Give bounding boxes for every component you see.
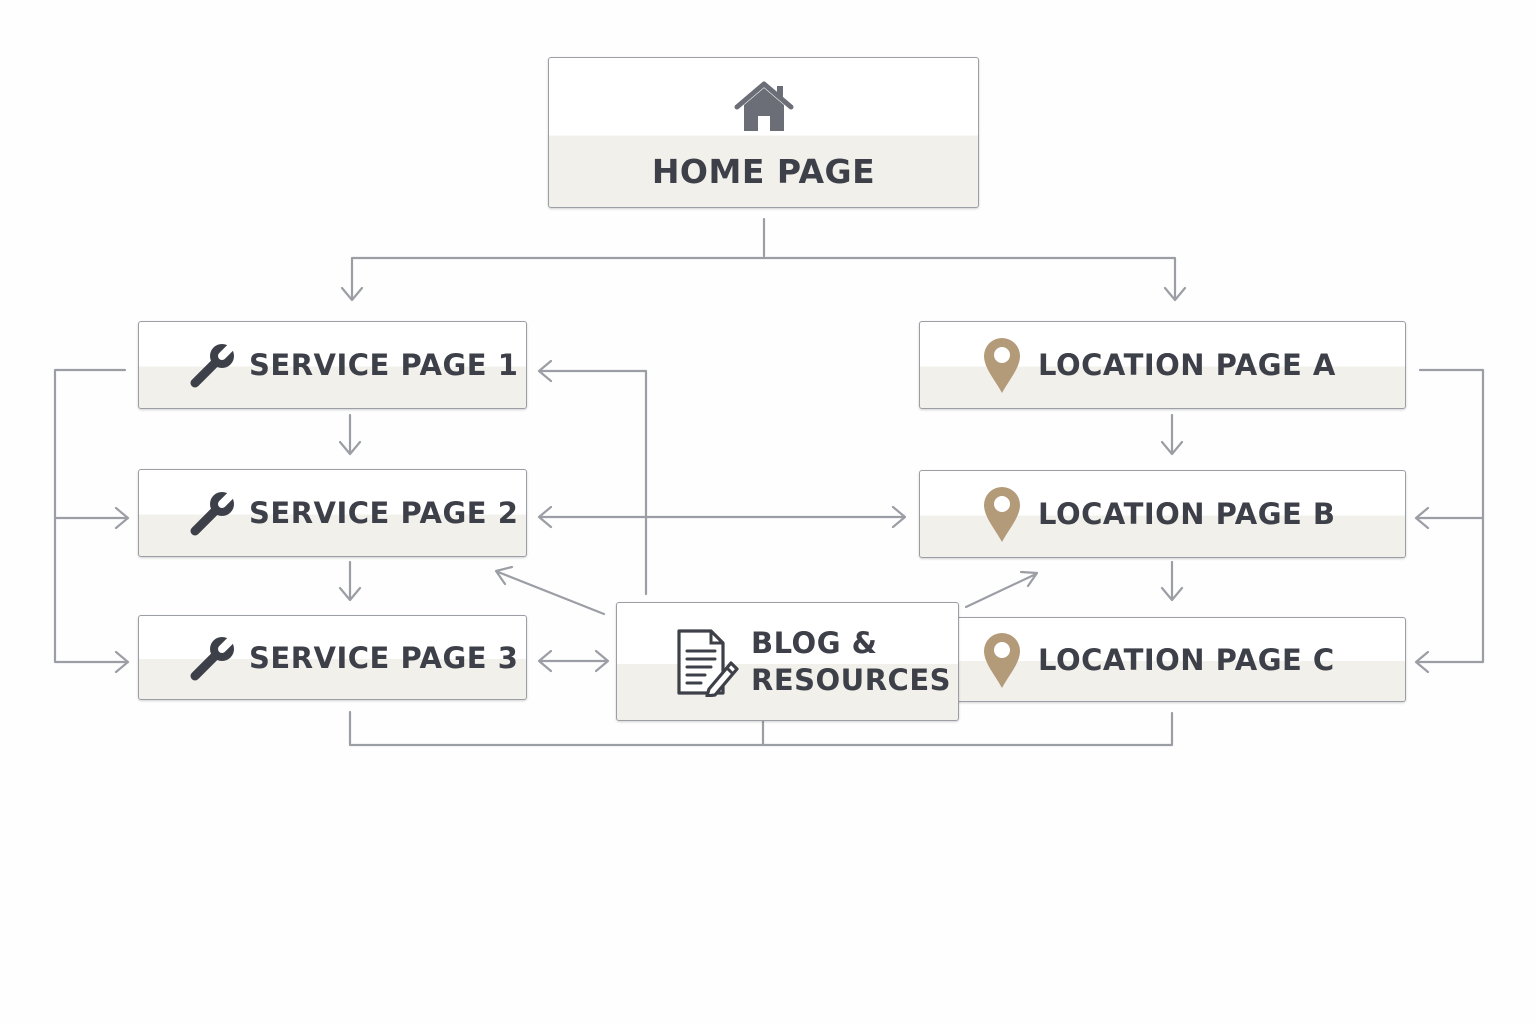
location-chain-connector: [1160, 413, 1184, 456]
service2-location-b-connector: [537, 505, 907, 529]
bottom-bracket-connector: [348, 710, 1174, 747]
service-page-1-label: SERVICE PAGE 1: [249, 348, 519, 382]
home-tree-connector: [350, 217, 1177, 300]
left-bracket-connector: [53, 368, 128, 664]
document-edit-icon: [673, 627, 739, 697]
blog-to-service1-connector: [537, 359, 648, 596]
map-pin-icon: [980, 485, 1024, 543]
service-page-2-label: SERVICE PAGE 2: [249, 496, 519, 530]
blog-resources-node[interactable]: BLOG & RESOURCES: [616, 602, 959, 721]
service3-blog-connector: [537, 649, 610, 673]
service-page-1-node[interactable]: SERVICE PAGE 1: [138, 321, 527, 409]
service-page-2-node[interactable]: SERVICE PAGE 2: [138, 469, 527, 557]
service-chain-connector: [338, 560, 362, 602]
arrow-head: [114, 506, 130, 530]
blog-to-service2-connector: [494, 565, 606, 616]
location-page-a-node[interactable]: LOCATION PAGE A: [919, 321, 1406, 409]
blog-label-line2: RESOURCES: [751, 662, 952, 697]
blog-resources-label: BLOG & RESOURCES: [751, 625, 951, 699]
arrow-head: [340, 286, 364, 302]
location-page-a-label: LOCATION PAGE A: [1038, 348, 1336, 382]
location-page-c-node[interactable]: LOCATION PAGE C: [919, 617, 1406, 702]
wrench-icon: [187, 633, 239, 682]
service-chain-connector: [338, 413, 362, 456]
blog-to-location-b-connector: [964, 570, 1039, 609]
map-pin-icon: [980, 336, 1024, 394]
location-page-c-label: LOCATION PAGE C: [1038, 642, 1335, 677]
arrow-head: [1414, 650, 1430, 674]
right-bracket-connector: [1416, 368, 1485, 664]
wrench-icon: [187, 489, 239, 537]
blog-label-line1: BLOG &: [751, 625, 878, 660]
service-page-3-node[interactable]: SERVICE PAGE 3: [138, 615, 527, 700]
wrench-icon: [187, 341, 239, 389]
location-chain-connector: [1160, 560, 1184, 602]
arrow-head: [1414, 506, 1430, 530]
map-pin-icon: [980, 631, 1024, 689]
service-page-3-label: SERVICE PAGE 3: [249, 640, 519, 675]
house-icon: [733, 80, 795, 134]
home-page-label: HOME PAGE: [651, 152, 876, 191]
home-page-node[interactable]: HOME PAGE: [548, 57, 979, 208]
location-page-b-node[interactable]: LOCATION PAGE B: [919, 470, 1406, 558]
arrow-head: [1163, 286, 1187, 302]
arrow-head: [114, 650, 130, 674]
location-page-b-label: LOCATION PAGE B: [1038, 497, 1336, 531]
